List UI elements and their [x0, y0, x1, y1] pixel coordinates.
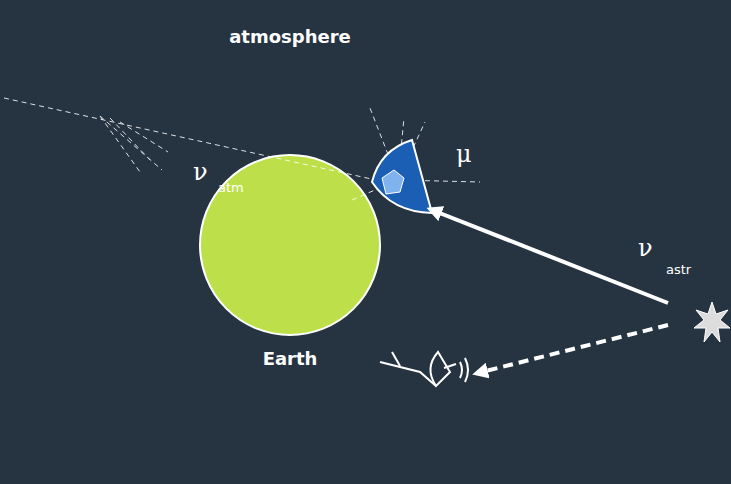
earth-core — [200, 155, 380, 335]
atmosphere-region: atmosphereEarth — [51, 4, 529, 482]
source-star — [694, 302, 730, 342]
astro-neutrino-arrow — [432, 210, 668, 303]
telescope — [380, 352, 468, 386]
detector — [372, 140, 432, 213]
neutrino-symbol: ν — [638, 234, 653, 262]
subscript: atm — [218, 180, 244, 195]
neutrino-symbol: ν — [193, 158, 208, 186]
region-label: atmosphere — [229, 26, 351, 47]
region-label: Earth — [263, 348, 318, 369]
signal-arrow — [478, 325, 668, 373]
region-outline — [148, 103, 432, 387]
detector-core — [382, 170, 404, 194]
region-outline — [51, 4, 529, 482]
muon-symbol: μ — [456, 140, 472, 168]
subscript: astr — [666, 262, 691, 277]
earth-region: Earth — [148, 103, 432, 387]
